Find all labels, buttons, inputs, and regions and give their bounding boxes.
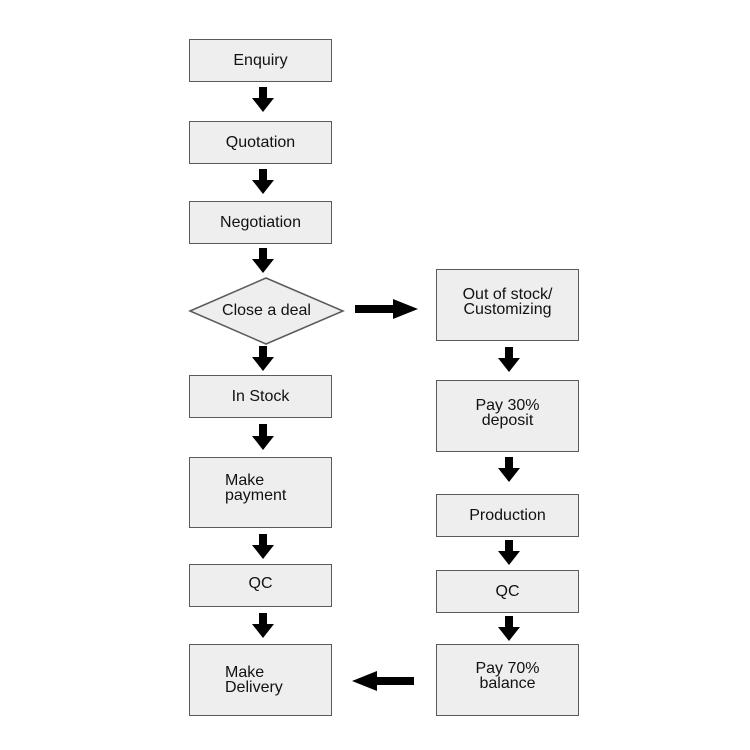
out-of-stock-box: Out of stock/ Customizing: [436, 269, 579, 341]
close-deal-label: Close a deal: [222, 302, 311, 319]
arrow-quotation-to-negotiation: [252, 169, 274, 194]
pay-balance-box: Pay 70% balance: [436, 644, 579, 716]
arrow-close-deal-to-out-of-stock: [355, 299, 418, 319]
negotiation-box: Negotiation: [189, 201, 332, 244]
arrow-pay-deposit-to-production: [498, 457, 520, 482]
pay-deposit-box: Pay 30% deposit: [436, 380, 579, 452]
arrow-qc-to-pay-balance: [498, 616, 520, 641]
production-box: Production: [436, 494, 579, 537]
arrow-negotiation-to-close-deal: [252, 248, 274, 273]
qc-box-left: QC: [189, 564, 332, 607]
make-payment-box: Make payment: [189, 457, 332, 528]
arrow-production-to-qc: [498, 540, 520, 565]
arrow-make-payment-to-qc: [252, 534, 274, 559]
arrow-enquiry-to-quotation: [252, 87, 274, 112]
arrow-out-of-stock-to-pay-deposit: [498, 347, 520, 372]
arrow-in-stock-to-make-payment: [252, 424, 274, 450]
arrow-qc-to-make-delivery: [252, 613, 274, 638]
enquiry-box: Enquiry: [189, 39, 332, 82]
close-deal-diamond: [188, 277, 345, 345]
in-stock-box: In Stock: [189, 375, 332, 418]
arrow-pay-balance-to-make-delivery: [352, 671, 414, 691]
quotation-box: Quotation: [189, 121, 332, 164]
arrow-close-deal-to-in-stock: [252, 346, 274, 371]
qc-box-right: QC: [436, 570, 579, 613]
make-delivery-box: Make Delivery: [189, 644, 332, 716]
